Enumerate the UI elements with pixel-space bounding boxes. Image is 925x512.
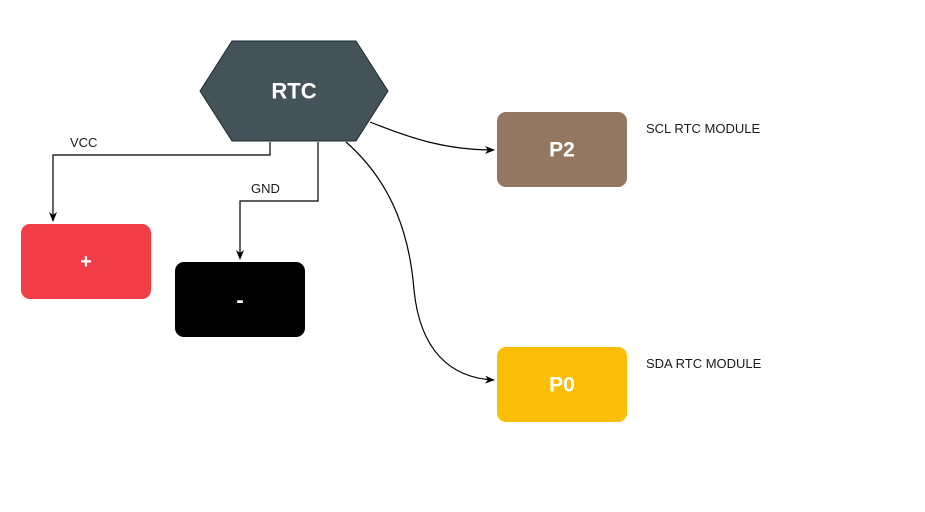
- node-p2-label: P2: [549, 139, 575, 162]
- edge-vcc: [49, 142, 271, 222]
- node-p0-shape: [497, 347, 627, 422]
- annotation-scl: SCL RTC MODULE: [646, 121, 760, 136]
- edge-scl: [369, 121, 495, 154]
- edge-label-vcc: VCC: [70, 135, 97, 150]
- node-plus-label: +: [80, 251, 92, 273]
- edge-sda: [345, 141, 495, 384]
- node-rtc[interactable]: RTC: [199, 40, 389, 142]
- node-plus[interactable]: +: [21, 224, 151, 299]
- node-minus[interactable]: -: [175, 262, 305, 337]
- node-minus-shape: [175, 262, 305, 337]
- node-rtc-shape: [199, 40, 389, 142]
- node-p2-shape: [497, 112, 627, 187]
- node-p0-label: P0: [549, 374, 575, 397]
- node-rtc-label: RTC: [271, 79, 316, 104]
- node-minus-label: -: [236, 288, 243, 313]
- edge-label-gnd: GND: [251, 181, 280, 196]
- edge-gnd: [236, 142, 319, 260]
- node-p0[interactable]: P0: [497, 347, 627, 422]
- node-p2[interactable]: P2: [497, 112, 627, 187]
- node-plus-shape: [21, 224, 151, 299]
- annotation-sda: SDA RTC MODULE: [646, 356, 762, 371]
